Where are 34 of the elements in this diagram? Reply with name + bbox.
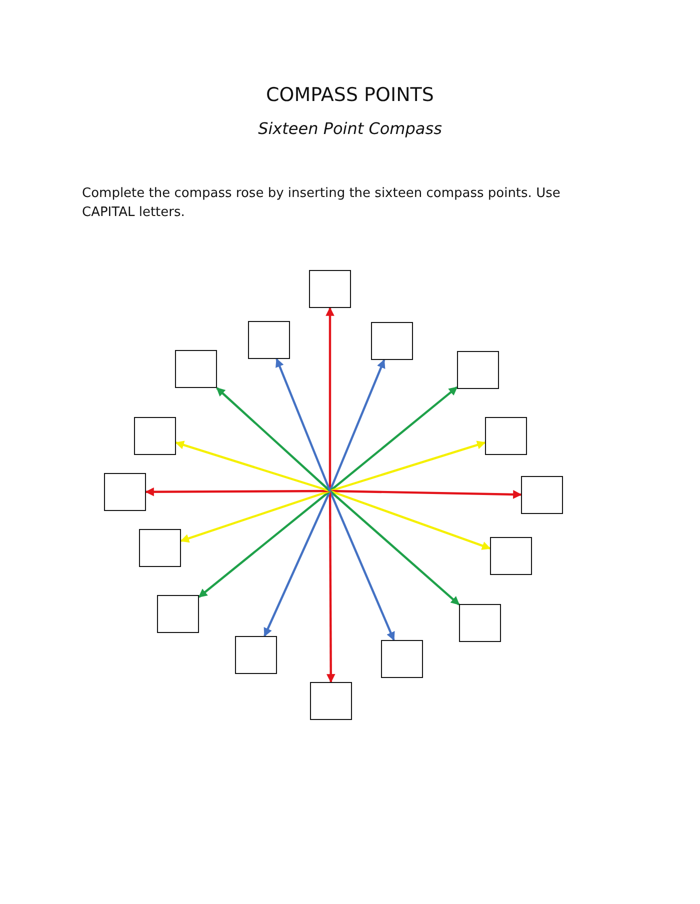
arrow	[276, 358, 332, 492]
arrow	[328, 490, 395, 641]
arrow	[330, 490, 522, 499]
arrow	[330, 490, 491, 550]
arrow	[198, 490, 331, 598]
arrow	[145, 487, 330, 496]
answer-box	[459, 604, 501, 642]
arrow	[329, 490, 460, 606]
answer-box	[310, 682, 352, 720]
answer-box	[490, 537, 532, 575]
arrow	[216, 387, 331, 492]
answer-box	[371, 322, 413, 360]
arrow	[330, 440, 486, 492]
title: COMPASS POINTS	[265, 84, 435, 106]
answer-box	[521, 476, 563, 514]
arrow	[326, 491, 336, 683]
answer-box	[104, 473, 146, 511]
instruction-text: Complete the compass rose by inserting the sixteen compass points. Use CAPITAL letters.	[82, 185, 562, 222]
arrow	[175, 440, 330, 492]
arrow	[180, 490, 330, 543]
arrow	[264, 490, 331, 637]
answer-box	[235, 636, 277, 674]
answer-box	[381, 640, 423, 678]
answer-box	[175, 350, 217, 388]
answer-box	[139, 529, 181, 567]
answer-box	[134, 417, 176, 455]
arrow	[328, 359, 386, 492]
arrow	[329, 386, 458, 492]
answer-box	[457, 351, 499, 389]
answer-box	[309, 270, 351, 308]
answer-box	[248, 321, 290, 359]
answer-box	[485, 417, 527, 455]
subtitle: Sixteen Point Compass	[257, 119, 443, 138]
answer-box	[157, 595, 199, 633]
